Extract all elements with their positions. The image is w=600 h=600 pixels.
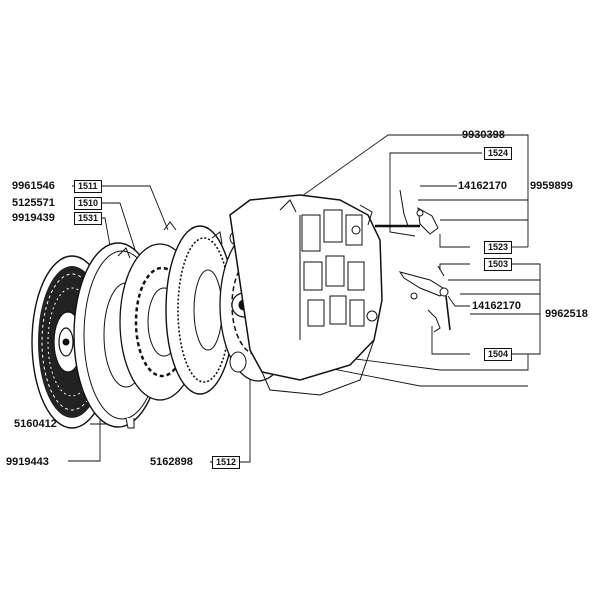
part-number-9930398: 9930398: [462, 129, 505, 141]
part-number-14162170-mid: 14162170: [472, 300, 521, 312]
ref-code-1524: 1524: [484, 147, 513, 160]
ref-code-1523: 1523: [484, 241, 513, 254]
part-number-9919443: 9919443: [6, 456, 49, 468]
ref-code-1504: 1504: [484, 348, 513, 361]
part-number-9959899: 9959899: [530, 180, 573, 192]
part-number-5162898: 5162898: [150, 456, 193, 468]
fork-lever-upper: [375, 189, 439, 235]
fork-lever-lower: [398, 265, 451, 333]
part-number-9962518: 9962518: [545, 308, 588, 320]
ref-code-1511: 1511: [74, 180, 102, 193]
part-number-14162170-top: 14162170: [458, 180, 507, 192]
part-number-5125571: 5125571: [12, 197, 55, 209]
housing: [229, 194, 383, 396]
ref-code-1510: 1510: [74, 197, 103, 210]
ref-code-1503: 1503: [484, 258, 513, 271]
part-number-9961546: 9961546: [12, 180, 55, 192]
leader-lines: [68, 134, 541, 463]
part-number-5160412: 5160412: [14, 418, 57, 430]
part-number-9919439: 9919439: [12, 212, 55, 224]
ref-code-1512: 1512: [212, 456, 241, 469]
ref-code-1531: 1531: [74, 212, 103, 225]
